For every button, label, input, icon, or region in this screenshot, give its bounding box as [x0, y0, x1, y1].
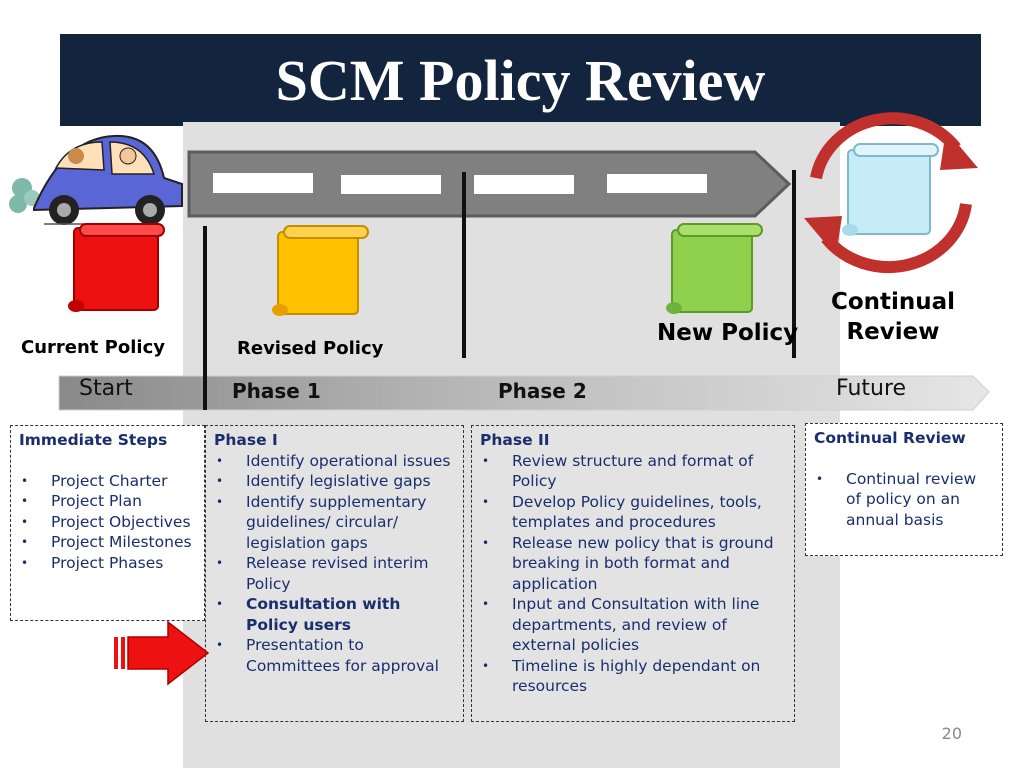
- timeline-phase1-label: Phase 1: [232, 379, 321, 403]
- page-number: 20: [941, 724, 962, 743]
- phase1-title: Phase I: [214, 431, 278, 449]
- list-item: •Input and Consultation with line depart…: [482, 595, 760, 654]
- progress-segment-4: [607, 174, 707, 193]
- phase2-list: •Review structure and format of Policy •…: [480, 451, 786, 697]
- list-item: •Identify legislative gaps: [216, 472, 431, 490]
- current-policy-label: Current Policy: [21, 337, 165, 358]
- list-item: •Continual review of policy on an annual…: [816, 469, 977, 529]
- list-item: •Review structure and format of Policy: [482, 451, 754, 491]
- list-item: •Project Charter: [21, 471, 168, 490]
- list-item: •Project Objectives: [21, 512, 191, 531]
- progress-segment-1: [213, 173, 313, 193]
- continual-review-label: Continual Review: [830, 289, 956, 345]
- new-policy-label: New Policy: [657, 320, 799, 346]
- current-policy-scroll-icon: [68, 223, 165, 312]
- list-item: •Project Milestones: [21, 533, 192, 551]
- title-bar: [60, 34, 981, 126]
- immediate-steps-title: Immediate Steps: [19, 431, 168, 449]
- top-progress-arrow: [187, 150, 792, 218]
- phase2-box: Phase II •Review structure and format of…: [471, 425, 795, 722]
- list-item: •Consultation with Policy users: [216, 595, 401, 634]
- cycle-arrow-head-left: [804, 216, 842, 256]
- list-item: •Presentation to Committees for approval: [216, 636, 439, 675]
- list-item: •Identify operational issues: [216, 451, 451, 470]
- list-item: •Release new policy that is ground break…: [482, 533, 774, 593]
- continual-review-list: •Continual review of policy on an annual…: [814, 469, 994, 531]
- timeline-arrow: [58, 375, 990, 411]
- phase2-title: Phase II: [480, 431, 550, 449]
- cycle-arrow-head-right: [940, 130, 978, 170]
- list-item: •Release revised interim Policy: [216, 554, 429, 593]
- list-item: •Project Plan: [21, 492, 142, 510]
- list-item: •Timeline is highly dependant on resourc…: [482, 656, 761, 696]
- list-item: •Develop Policy guidelines, tools, templ…: [482, 492, 762, 532]
- progress-segment-2: [341, 175, 441, 194]
- continual-review-box: Continual Review •Continual review of po…: [805, 423, 1003, 556]
- list-item: •Project Phases: [21, 553, 164, 572]
- timeline-future-label: Future: [836, 376, 907, 401]
- slide-title: SCM Policy Review: [275, 48, 766, 113]
- continual-review-box-title: Continual Review: [814, 429, 966, 447]
- revised-policy-scroll-icon: [272, 225, 369, 316]
- timeline-phase2-label: Phase 2: [498, 379, 587, 403]
- pointer-arrow-icon: [114, 620, 210, 686]
- progress-segment-3: [474, 175, 574, 194]
- divider-line-phase1: [462, 172, 466, 358]
- review-cycle-icon: [804, 112, 978, 274]
- timeline-start-label: Start: [79, 376, 133, 401]
- immediate-steps-list: •Project Charter •Project Plan •Project …: [19, 471, 196, 574]
- list-item: •Identify supplementary guidelines/ circ…: [216, 492, 427, 552]
- new-policy-scroll-icon: [666, 223, 763, 314]
- car-icon: [9, 134, 183, 225]
- phase1-list: •Identify operational issues •Identify l…: [214, 451, 455, 677]
- divider-line-start: [203, 226, 207, 410]
- revised-policy-label: Revised Policy: [237, 338, 384, 359]
- immediate-steps-box: Immediate Steps •Project Charter •Projec…: [10, 425, 205, 621]
- divider-line-phase2: [792, 170, 796, 358]
- phase1-box: Phase I •Identify operational issues •Id…: [205, 425, 464, 722]
